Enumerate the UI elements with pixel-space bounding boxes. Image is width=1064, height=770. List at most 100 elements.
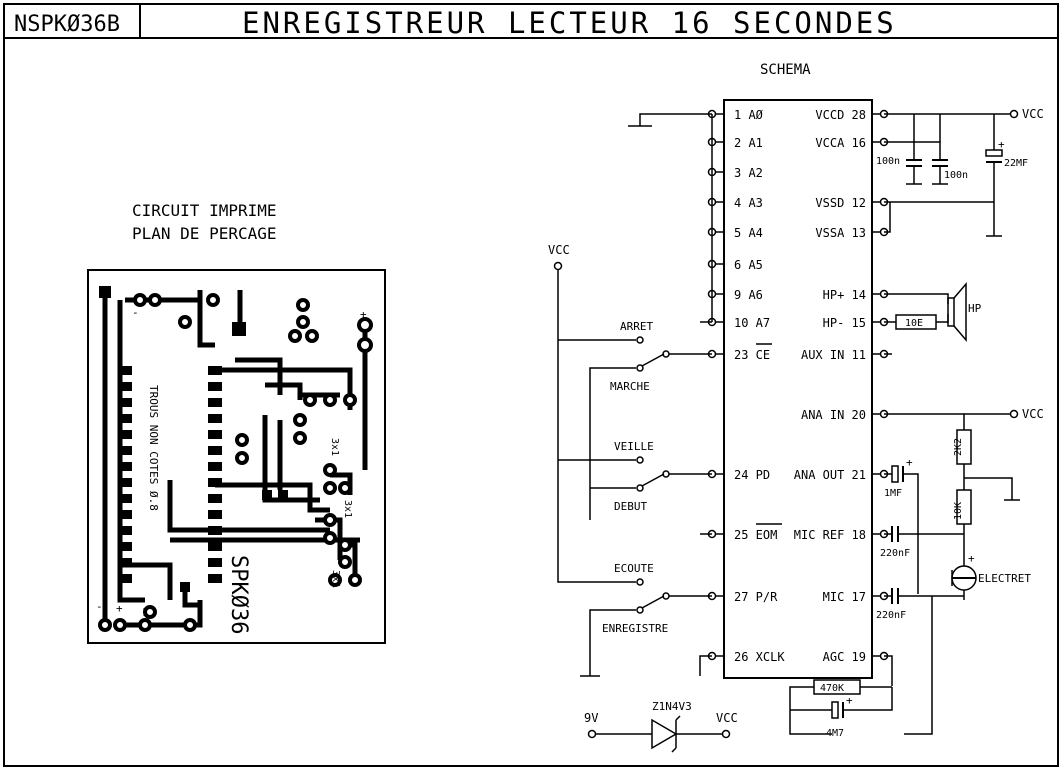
pcb-ic-pad bbox=[118, 382, 132, 391]
ic-right-pin-label: HP+ 14 bbox=[823, 288, 866, 302]
pcb-board-label: SPKØ36 bbox=[226, 555, 251, 634]
pcb-ic-pad bbox=[118, 478, 132, 487]
speaker-label: HP bbox=[968, 302, 982, 315]
ic-left-pin-label: 6 A5 bbox=[734, 258, 763, 272]
pcb-pad-mark-5: 1 bbox=[142, 606, 149, 619]
pcb-ic-pad bbox=[118, 366, 132, 375]
pcb-pad-mark-1: - bbox=[132, 306, 139, 319]
resistor-2k2-label: 2K2 bbox=[953, 438, 964, 456]
resistor-10k-label: 10K bbox=[953, 502, 964, 520]
cap-220nf-mic bbox=[891, 588, 899, 604]
cap-100n-2 bbox=[932, 159, 948, 185]
ic-right-pin-label: VSSD 12 bbox=[815, 196, 866, 210]
switch-label-marche: MARCHE bbox=[610, 380, 650, 393]
pcb-pad-mark-2: + bbox=[116, 602, 123, 615]
ic-left-pin-label: 5 A4 bbox=[734, 226, 763, 240]
pcb-ic-pad bbox=[208, 366, 222, 375]
pcb-ic-pad bbox=[208, 462, 222, 471]
vcc-label-zener: VCC bbox=[716, 711, 738, 725]
switch-label-enregistre: ENREGISTRE bbox=[602, 622, 668, 635]
input-9v-label: 9V bbox=[584, 711, 598, 725]
vcc-label-top: VCC bbox=[1022, 107, 1044, 121]
vcc-label-left: VCC bbox=[548, 243, 570, 257]
ic-left-pin-label: 24 PD bbox=[734, 468, 770, 482]
pcb-title-line2: PLAN DE PERCAGE bbox=[132, 224, 277, 243]
electret-plus: + bbox=[968, 552, 975, 565]
ic-right-pin-label: ANA IN 20 bbox=[801, 408, 866, 422]
pcb-ic-pad bbox=[208, 558, 222, 567]
schematic-title: SCHEMA bbox=[760, 62, 811, 78]
pcb-strap-label-1: 3x1 bbox=[329, 438, 340, 456]
pcb-ic-pad bbox=[118, 542, 132, 551]
pcb-ic-pad bbox=[118, 558, 132, 567]
pcb-ic-pad bbox=[208, 398, 222, 407]
sheet-title: ENREGISTREUR LECTEUR 16 SECONDES bbox=[242, 6, 897, 40]
pcb-ic-pad bbox=[208, 542, 222, 551]
speaker bbox=[947, 297, 955, 327]
ic-left-pin-label: 10 A7 bbox=[734, 316, 770, 330]
pcb-ic-pad bbox=[118, 526, 132, 535]
switch-label-arret: ARRET bbox=[620, 320, 653, 333]
cap-22mf bbox=[985, 149, 1003, 237]
switch-label-debut: DEBUT bbox=[614, 500, 647, 513]
sheet-frame bbox=[3, 3, 1059, 767]
ic-right-pin-label: VSSA 13 bbox=[815, 226, 866, 240]
ic-left-pin-label: 4 A3 bbox=[734, 196, 763, 210]
pcb-pad-mark-4: + bbox=[360, 308, 367, 321]
cap-1mf-plus: + bbox=[906, 456, 913, 469]
cap-220nf-ref bbox=[891, 526, 899, 542]
pcb-ic-pad bbox=[208, 510, 222, 519]
pcb-ic-pad bbox=[118, 398, 132, 407]
ic-right-pins: VCCD 28 VCCA 16 VSSD 12 VSSA 13 HP+ 14 HP- 15… bbox=[794, 108, 889, 664]
cap-100n-2-label: 100n bbox=[944, 170, 968, 181]
pcb-ic-pad bbox=[208, 574, 222, 583]
pcb-ic-pad bbox=[208, 526, 222, 535]
ic-left-pin-label: 25 EOM bbox=[734, 528, 777, 542]
ic-left-pin-label: 1 AØ bbox=[734, 108, 764, 122]
zener-diode bbox=[651, 718, 678, 750]
cap-100n-1 bbox=[906, 159, 922, 185]
ic-right-pin-label: AGC 19 bbox=[823, 650, 866, 664]
resistor-470k-label: 470K bbox=[820, 683, 844, 694]
pcb-ic-pad bbox=[208, 478, 222, 487]
cap-4m7 bbox=[831, 701, 844, 719]
pcb-ic-pad bbox=[118, 446, 132, 455]
cap-220nf-mic-label: 220nF bbox=[876, 610, 906, 621]
ic-left-pin-label: 3 A2 bbox=[734, 166, 763, 180]
vcc-label-anain: VCC bbox=[1022, 407, 1044, 421]
pcb-ic-pads-left bbox=[118, 366, 132, 583]
zener-label: Z1N4V3 bbox=[652, 700, 692, 713]
cap-4m7-label: 4M7 bbox=[826, 728, 844, 739]
pcb-ic-pads-right bbox=[208, 366, 222, 583]
pcb-layout: CIRCUIT IMPRIME PLAN DE PERCAGE bbox=[87, 201, 386, 644]
cap-22mf-label: 22MF bbox=[1004, 158, 1028, 169]
switch-label-veille: VEILLE bbox=[614, 440, 654, 453]
switch-label-ecoute: ECOUTE bbox=[614, 562, 654, 575]
resistor-10e-label: 10E bbox=[905, 318, 923, 329]
pcb-ic-pad bbox=[118, 510, 132, 519]
ic-left-pin-label: 26 XCLK bbox=[734, 650, 785, 664]
pcb-ic-pad bbox=[118, 414, 132, 423]
pcb-pad-mark-3: - bbox=[96, 600, 103, 613]
ic-right-pin-label: VCCA 16 bbox=[815, 136, 866, 150]
ic-left-pin-label: 23 CE bbox=[734, 348, 770, 362]
pcb-ic-pad bbox=[118, 574, 132, 583]
cap-100n-1-label: 100n bbox=[876, 156, 900, 167]
cap-1mf-label: 1MF bbox=[884, 488, 902, 499]
sheet-ref: NSPKØ36B bbox=[14, 12, 120, 37]
ic-right-pin-label: HP- 15 bbox=[823, 316, 866, 330]
ic-left-pin-label: 2 A1 bbox=[734, 136, 763, 150]
ic-right-pin-label: AUX IN 11 bbox=[801, 348, 866, 362]
pcb-ic-pad bbox=[118, 494, 132, 503]
cap-1mf bbox=[891, 465, 904, 483]
electret-label: ELECTRET bbox=[978, 572, 1031, 585]
pcb-ic-pad bbox=[208, 446, 222, 455]
pcb-ic-pad bbox=[208, 382, 222, 391]
ic-right-pin-label: VCCD 28 bbox=[815, 108, 866, 122]
pcb-outline bbox=[87, 269, 386, 644]
cap-220nf-ref-label: 220nF bbox=[880, 548, 910, 559]
ic-right-pin-label: ANA OUT 21 bbox=[794, 468, 866, 482]
pcb-ic-pad bbox=[208, 430, 222, 439]
